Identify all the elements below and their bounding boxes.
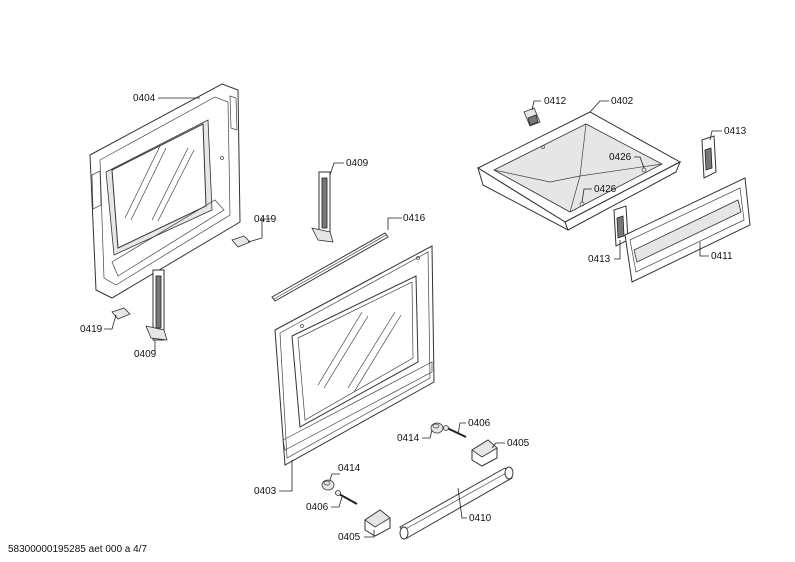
part-clip-lower xyxy=(111,307,131,320)
part-hinge-upper xyxy=(311,171,334,243)
part-end-cap-lower xyxy=(364,509,391,537)
label-0409-lower: 0409 xyxy=(134,349,157,360)
label-0410: 0410 xyxy=(469,513,492,524)
part-clip-upper xyxy=(231,235,251,248)
label-0426-upper: 0426 xyxy=(609,152,632,163)
part-drawer-front xyxy=(624,177,751,283)
label-0414-lower: 0414 xyxy=(338,463,361,474)
part-bracket xyxy=(523,107,541,127)
label-0404: 0404 xyxy=(133,93,156,104)
label-0402: 0402 xyxy=(611,96,634,107)
label-0405-lower: 0405 xyxy=(338,532,361,543)
label-0419-lower: 0419 xyxy=(80,324,103,335)
part-knob-upper xyxy=(430,422,444,434)
label-0413-upper: 0413 xyxy=(724,126,747,137)
part-knob-lower xyxy=(321,479,335,491)
label-0419-upper: 0419 xyxy=(254,214,277,225)
part-handle-bar xyxy=(399,466,514,540)
document-id-footer: 58300000195285 aet 000 a 4/7 xyxy=(8,544,147,555)
part-hinge-lower xyxy=(145,269,168,341)
label-0405-upper: 0405 xyxy=(507,438,530,449)
part-end-cap-upper xyxy=(471,439,498,467)
label-0416: 0416 xyxy=(403,213,426,224)
part-seal-strip xyxy=(271,232,389,302)
label-0426-lower: 0426 xyxy=(594,184,617,195)
part-screw-upper xyxy=(443,425,467,438)
label-0414-upper: 0414 xyxy=(397,433,420,444)
part-slide-right xyxy=(701,135,717,179)
label-0413-lower: 0413 xyxy=(588,254,611,265)
label-0409-upper: 0409 xyxy=(346,158,369,169)
label-0411: 0411 xyxy=(711,251,733,262)
leader-lines xyxy=(104,97,722,538)
label-0406-lower: 0406 xyxy=(306,502,329,513)
part-drawer-tray xyxy=(476,111,682,232)
part-outer-door xyxy=(274,245,435,466)
label-0403: 0403 xyxy=(254,486,277,497)
part-screw-lower xyxy=(335,490,358,505)
part-inner-door-frame xyxy=(89,83,241,299)
label-0406-upper: 0406 xyxy=(468,418,491,429)
label-0412: 0412 xyxy=(544,96,567,107)
